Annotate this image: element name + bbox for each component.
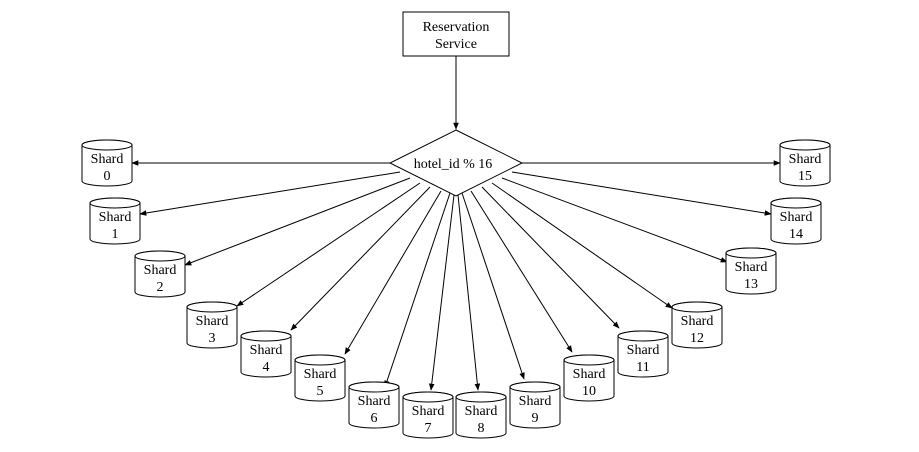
service-label-line2: Service (435, 37, 477, 52)
shard-cylinder-top (186, 301, 238, 313)
shard-label-line1: Shard (627, 343, 660, 358)
shard-3: Shard 3 (186, 301, 238, 349)
shard-label-line1: Shard (573, 367, 606, 382)
shard-label-line2: 14 (789, 227, 803, 242)
arrow-to-shard-2 (184, 177, 411, 266)
shard-0: Shard 0 (81, 139, 133, 187)
shard-label-line2: 8 (478, 421, 485, 436)
arrow-to-shard-5 (344, 190, 442, 355)
arrow-to-shard-13 (501, 177, 728, 263)
shard-7: Shard 7 (402, 391, 454, 439)
shard-8: Shard 8 (455, 391, 507, 439)
shard-label-line1: Shard (358, 394, 391, 409)
shard-label-line1: Shard (250, 343, 283, 358)
shard-label-line2: 7 (425, 421, 432, 436)
shard-label-line1: Shard (789, 152, 822, 167)
shard-1: Shard 1 (89, 197, 141, 245)
hash-router-node: hotel_id % 16 (388, 129, 524, 197)
arrow-to-shard-14 (511, 171, 772, 216)
shard-cylinder-top (509, 381, 561, 393)
shard-cylinder-top (240, 330, 292, 342)
shard-label-line2: 15 (798, 169, 812, 184)
shard-label-line1: Shard (91, 152, 124, 167)
shard-label-line1: Shard (465, 404, 498, 419)
arrow-to-shard-9 (461, 192, 525, 380)
shard-label-line2: 4 (263, 360, 270, 375)
shard-label-line1: Shard (144, 263, 177, 278)
shard-cylinder-top (89, 197, 141, 209)
shard-6: Shard 6 (348, 381, 400, 429)
shard-label-line2: 5 (317, 384, 324, 399)
shard-label-line2: 1 (112, 227, 119, 242)
shard-label-line2: 10 (582, 384, 596, 399)
shard-14: Shard 14 (770, 197, 822, 245)
shard-label-line1: Shard (412, 404, 445, 419)
shard-cylinder-top (81, 139, 133, 151)
shard-cylinder-top (402, 391, 454, 403)
shard-15: Shard 15 (779, 139, 831, 187)
arrow-to-shard-3 (236, 182, 421, 307)
shard-label-line1: Shard (304, 367, 337, 382)
shard-cylinder-top (779, 139, 831, 151)
shard-label-line2: 13 (744, 277, 758, 292)
shard-cylinder-top (671, 301, 723, 313)
arrow-to-shard-11 (481, 186, 620, 329)
arrow-to-shard-4 (290, 186, 431, 331)
shard-label-line2: 11 (636, 360, 649, 375)
shard-label-line1: Shard (735, 260, 768, 275)
reservation-service-node: Reservation Service (402, 11, 510, 57)
shard-cylinder-top (294, 354, 346, 366)
shard-4: Shard 4 (240, 330, 292, 378)
service-label-line1: Reservation (423, 20, 490, 35)
shard-5: Shard 5 (294, 354, 346, 402)
shard-label-line2: 3 (209, 331, 216, 346)
shard-cylinder-top (455, 391, 507, 403)
arrow-to-shard-10 (470, 190, 573, 353)
shard-cylinder-top (563, 354, 615, 366)
arrow-to-shard-7 (428, 194, 455, 391)
shard-10: Shard 10 (563, 354, 615, 402)
arrow-to-shard-12 (491, 182, 673, 309)
shard-label-line1: Shard (780, 210, 813, 225)
shard-label-line1: Shard (681, 314, 714, 329)
router-label: hotel_id % 16 (414, 157, 493, 172)
shard-label-line2: 12 (690, 331, 704, 346)
shard-cylinder-top (770, 197, 822, 209)
shard-11: Shard 11 (617, 330, 669, 378)
shard-label-line2: 6 (371, 411, 378, 426)
shard-9: Shard 9 (509, 381, 561, 429)
shard-label-line1: Shard (519, 394, 552, 409)
shard-cylinder-top (348, 381, 400, 393)
arrow-to-shard-1 (139, 171, 401, 216)
shard-12: Shard 12 (671, 301, 723, 349)
shard-label-line1: Shard (99, 210, 132, 225)
arrow-to-shard-8 (457, 194, 481, 391)
shard-label-line2: 2 (157, 280, 164, 295)
shard-cylinder-top (725, 247, 777, 259)
shard-13: Shard 13 (725, 247, 777, 295)
shard-cylinder-top (134, 250, 186, 262)
shard-label-line2: 9 (532, 411, 539, 426)
shard-label-line2: 0 (104, 169, 111, 184)
arrow-to-shard-6 (384, 192, 451, 388)
routing-arrows (131, 160, 781, 391)
shard-cylinder-top (617, 330, 669, 342)
shard-2: Shard 2 (134, 250, 186, 298)
shard-label-line1: Shard (196, 314, 229, 329)
